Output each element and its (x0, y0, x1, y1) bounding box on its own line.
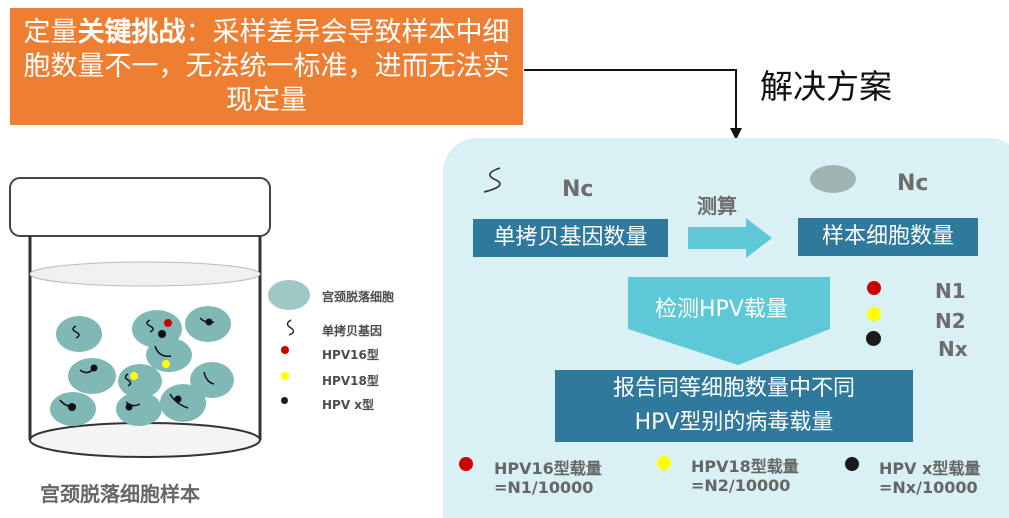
loadx-line2: =Nx/10000 (879, 478, 978, 497)
black-dot-icon (281, 397, 288, 404)
load18-line1: HPV18型载量 (691, 457, 799, 476)
nc-left: Nc (562, 177, 594, 202)
legend-hpv16-label: HPV16型 (322, 348, 379, 362)
legend-hpvx-label: HPV x型 (322, 398, 375, 412)
cell-icon (116, 392, 162, 426)
arrow-down-icon (628, 277, 830, 365)
jar-contents (59, 317, 215, 411)
arrow-right-icon (688, 218, 772, 258)
cell-icon (68, 358, 116, 394)
n2-label: N2 (935, 309, 966, 333)
cell-count-box: 样本细胞数量 (798, 218, 978, 256)
yellow-dot-icon (281, 372, 289, 380)
cell-icon (160, 384, 206, 422)
load16: HPV16型载量 =N1/10000 (494, 459, 602, 497)
detect-label: 检测HPV载量 (655, 297, 788, 322)
n1-label: N1 (935, 279, 966, 303)
squiggle-gene-icon (483, 167, 501, 193)
challenge-bold: 关键挑战 (77, 17, 186, 48)
red-dot-icon (281, 346, 289, 354)
load16-line2: =N1/10000 (494, 478, 594, 497)
yellow-dot-icon (867, 307, 881, 321)
legend-cell-icon (268, 280, 310, 310)
gene-count-box: 单拷贝基因数量 (473, 219, 668, 257)
nc-right: Nc (897, 171, 929, 196)
red-dot-icon (459, 457, 473, 471)
report-box: 报告同等细胞数量中不同HPV型别的病毒载量 (555, 370, 913, 442)
solution-title: 解决方案 (760, 67, 892, 106)
cell-icon (810, 165, 856, 193)
squiggle-gene-icon (286, 319, 294, 336)
challenge-rest: ：采样差异会导致样本中细胞数量不一，无法统一标准，进而无法实现定量 (23, 17, 510, 116)
loadx: HPV x型载量 =Nx/10000 (879, 459, 980, 497)
challenge-box: 定量关键挑战：采样差异会导致样本中细胞数量不一，无法统一标准，进而无法实现定量 (10, 8, 523, 125)
legend-hpv18-label: HPV18型 (322, 374, 379, 388)
load18: HPV18型载量 =N2/10000 (691, 457, 799, 495)
sample-jar (9, 177, 271, 458)
nx-label: Nx (938, 337, 968, 361)
red-dot-icon (867, 281, 881, 295)
legend-cell-label: 宫颈脱落细胞 (322, 290, 395, 304)
black-dot-icon (845, 457, 859, 471)
connector-arrow (524, 69, 742, 140)
yellow-dot-icon (657, 456, 671, 470)
load16-line1: HPV16型载量 (494, 459, 602, 478)
black-dot-icon (866, 331, 881, 346)
calc-label: 测算 (697, 194, 737, 218)
legend-gene-label: 单拷贝基因 (322, 324, 383, 338)
challenge-prefix: 定量 (23, 17, 78, 48)
load18-line2: =N2/10000 (691, 476, 791, 495)
loadx-line1: HPV x型载量 (879, 459, 981, 478)
jar-caption: 宫颈脱落细胞样本 (40, 482, 200, 506)
